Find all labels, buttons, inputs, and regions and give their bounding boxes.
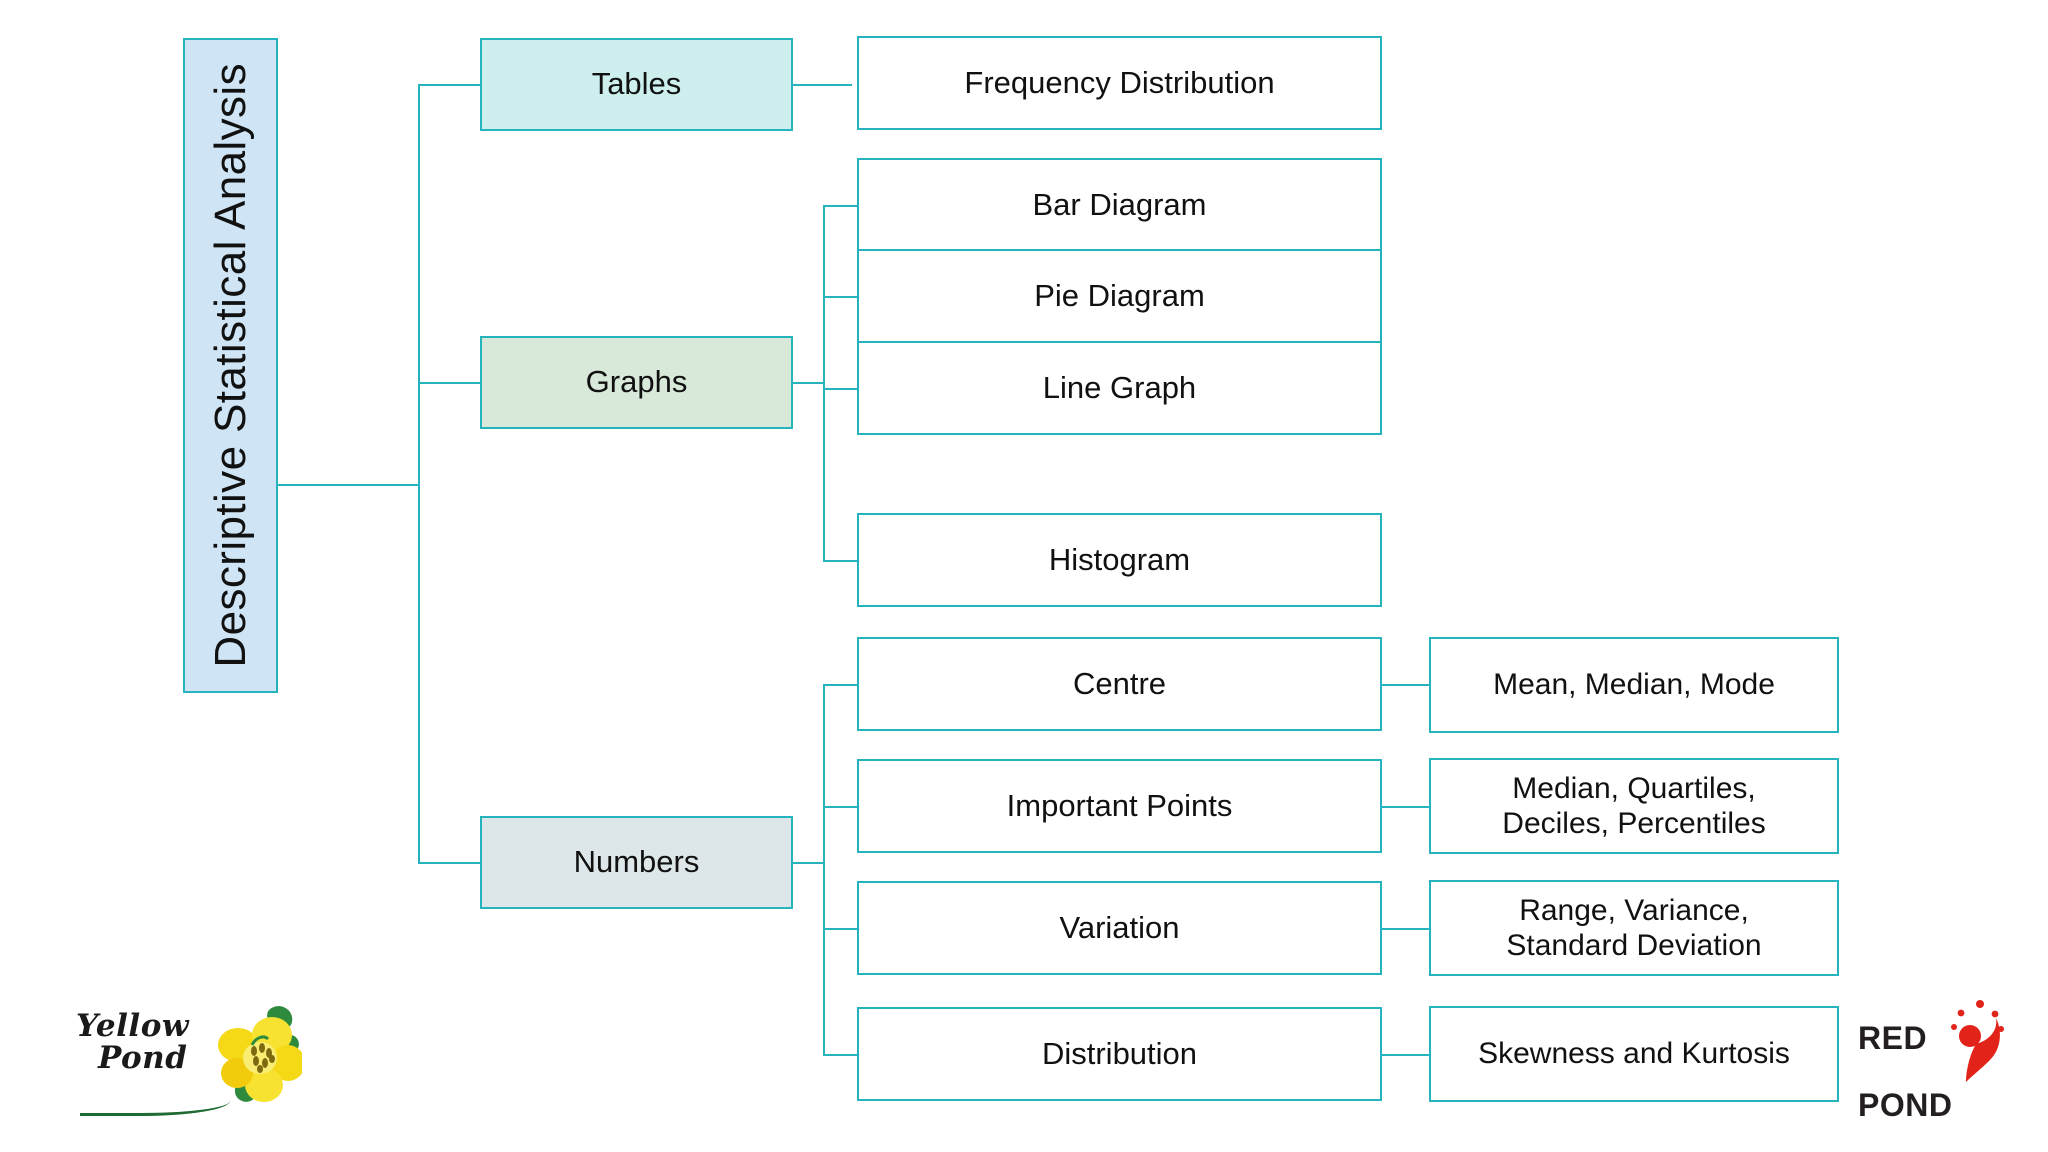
connector-graphs-to-histogram: [823, 560, 857, 562]
node-line-graph[interactable]: Line Graph: [857, 341, 1382, 435]
node-bar-diagram[interactable]: Bar Diagram: [857, 158, 1382, 252]
yellow-pond-logo-line1: Yellow: [76, 1008, 190, 1044]
node-range-variance-text: Range, Variance, Standard Deviation: [1496, 893, 1771, 964]
red-pond-logo: RED POND: [1858, 1000, 2008, 1122]
node-variation-label: Variation: [1059, 909, 1180, 945]
node-histogram[interactable]: Histogram: [857, 513, 1382, 607]
connector-centre-to-mean-median-mode: [1382, 684, 1429, 686]
node-centre-label: Centre: [1072, 665, 1167, 701]
node-range-variance-line1: Range, Variance,: [1519, 893, 1749, 927]
node-median-quartiles-line2: Deciles, Percentiles: [1502, 807, 1766, 840]
root-node-label: Descriptive Statistical Analysis: [205, 63, 255, 668]
connector-graphs-to-pie: [823, 296, 857, 298]
node-frequency-distribution-label: Frequency Distribution: [964, 64, 1275, 100]
red-pond-figure-icon: [1951, 1000, 2004, 1082]
connector-numbers-to-variation: [823, 928, 857, 930]
connector-trunk-to-tables: [418, 84, 480, 86]
connector-numbers-to-important-points: [823, 806, 857, 808]
connector-tables-to-frequency: [793, 84, 852, 86]
yellow-pond-logo: Yellow Pond: [72, 995, 302, 1116]
root-node-descriptive-statistical-analysis[interactable]: Descriptive Statistical Analysis: [183, 38, 278, 693]
node-median-quartiles-line1: Median, Quartiles,: [1512, 771, 1756, 805]
node-distribution[interactable]: Distribution: [857, 1007, 1382, 1101]
node-numbers[interactable]: Numbers: [480, 816, 793, 909]
yellow-pond-stem-icon: [80, 1091, 230, 1116]
yellow-flower-icon: [218, 1006, 302, 1102]
node-mean-median-mode-label: Mean, Median, Mode: [1493, 668, 1775, 702]
node-histogram-label: Histogram: [1048, 541, 1191, 577]
connector-trunk-to-graphs: [418, 382, 480, 384]
node-median-quartiles-deciles-percentiles[interactable]: Median, Quartiles, Deciles, Percentiles: [1429, 758, 1839, 854]
node-skewness-and-kurtosis-label: Skewness and Kurtosis: [1478, 1037, 1790, 1071]
node-range-variance-standard-deviation[interactable]: Range, Variance, Standard Deviation: [1429, 880, 1839, 976]
node-bar-diagram-label: Bar Diagram: [1032, 186, 1207, 222]
connector-variation-to-range: [1382, 928, 1429, 930]
node-mean-median-mode[interactable]: Mean, Median, Mode: [1429, 637, 1839, 733]
node-range-variance-line2: Standard Deviation: [1506, 929, 1762, 962]
connector-graphs-to-bar: [823, 205, 857, 207]
node-skewness-and-kurtosis[interactable]: Skewness and Kurtosis: [1429, 1006, 1839, 1102]
node-centre[interactable]: Centre: [857, 637, 1382, 731]
connector-numbers-to-distribution: [823, 1054, 857, 1056]
red-pond-logo-line2: POND: [1858, 1087, 1953, 1124]
connector-graphs-stub: [793, 382, 825, 384]
node-important-points-label: Important Points: [1006, 787, 1233, 823]
connector-numbers-to-centre: [823, 684, 857, 686]
connector-root-to-trunk: [278, 484, 420, 486]
node-line-graph-label: Line Graph: [1042, 369, 1197, 405]
node-variation[interactable]: Variation: [857, 881, 1382, 975]
connector-graphs-to-line: [823, 388, 857, 390]
connector-distribution-to-skewness: [1382, 1054, 1429, 1056]
connector-numbers-stub: [793, 862, 825, 864]
node-median-quartiles-text: Median, Quartiles, Deciles, Percentiles: [1492, 771, 1775, 842]
node-important-points[interactable]: Important Points: [857, 759, 1382, 853]
connector-trunk-vertical: [418, 84, 420, 863]
red-pond-logo-line1: RED: [1858, 1020, 1928, 1056]
connector-numbers-bus: [823, 684, 825, 1056]
connector-important-points-to-quartiles: [1382, 806, 1429, 808]
node-pie-diagram[interactable]: Pie Diagram: [857, 249, 1382, 343]
red-pond-logo-text: RED POND: [1858, 1020, 1953, 1124]
node-tables-label: Tables: [591, 66, 682, 102]
node-graphs-label: Graphs: [585, 364, 688, 400]
node-pie-diagram-label: Pie Diagram: [1034, 277, 1205, 313]
node-numbers-label: Numbers: [573, 844, 700, 880]
node-frequency-distribution[interactable]: Frequency Distribution: [857, 36, 1382, 130]
node-graphs[interactable]: Graphs: [480, 336, 793, 429]
connector-trunk-to-numbers: [418, 862, 480, 864]
yellow-pond-logo-line2: Pond: [98, 1039, 188, 1076]
yellow-pond-logo-text: Yellow Pond: [76, 1008, 190, 1076]
node-distribution-label: Distribution: [1041, 1035, 1198, 1071]
node-tables[interactable]: Tables: [480, 38, 793, 131]
connector-graphs-bus: [823, 205, 825, 560]
